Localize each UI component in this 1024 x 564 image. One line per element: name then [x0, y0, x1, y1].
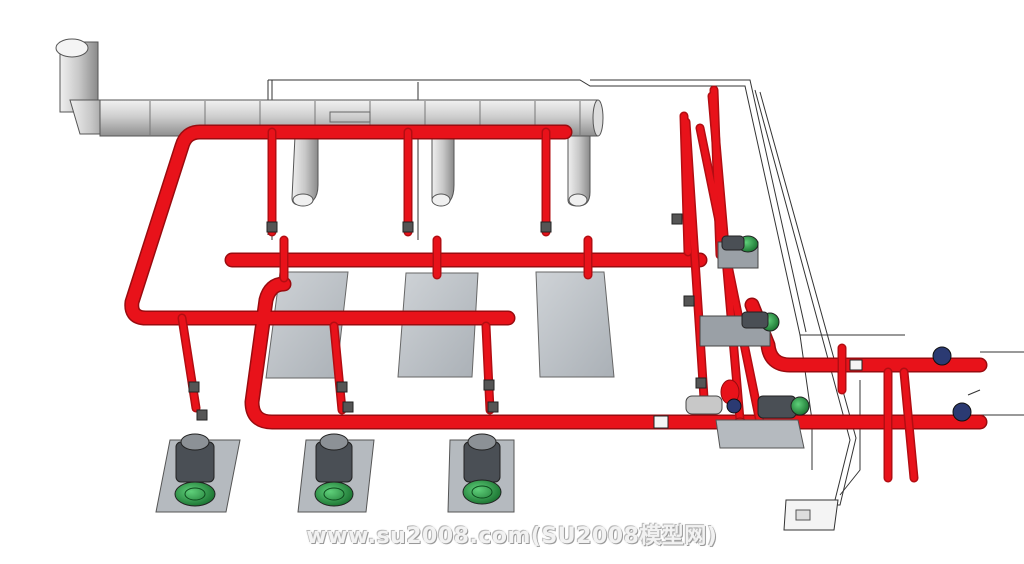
right-pumps	[685, 235, 972, 449]
exhaust-duct	[55, 38, 604, 207]
check-valves-outlet	[726, 346, 972, 422]
pump-6	[685, 395, 810, 449]
pump-1	[174, 433, 216, 507]
bottom-pumps	[174, 433, 502, 507]
pump-4	[717, 235, 759, 269]
floor-pad-3	[535, 271, 615, 378]
pump-3	[462, 433, 502, 505]
control-panel	[783, 499, 839, 531]
valves	[188, 213, 863, 429]
pump-2	[314, 433, 354, 507]
pump-5	[699, 311, 780, 347]
red-fire-main-pipes	[124, 85, 988, 483]
watermark: www.su2008.com(SU2008模型网)	[306, 524, 718, 549]
wiring-lines	[267, 79, 1024, 506]
